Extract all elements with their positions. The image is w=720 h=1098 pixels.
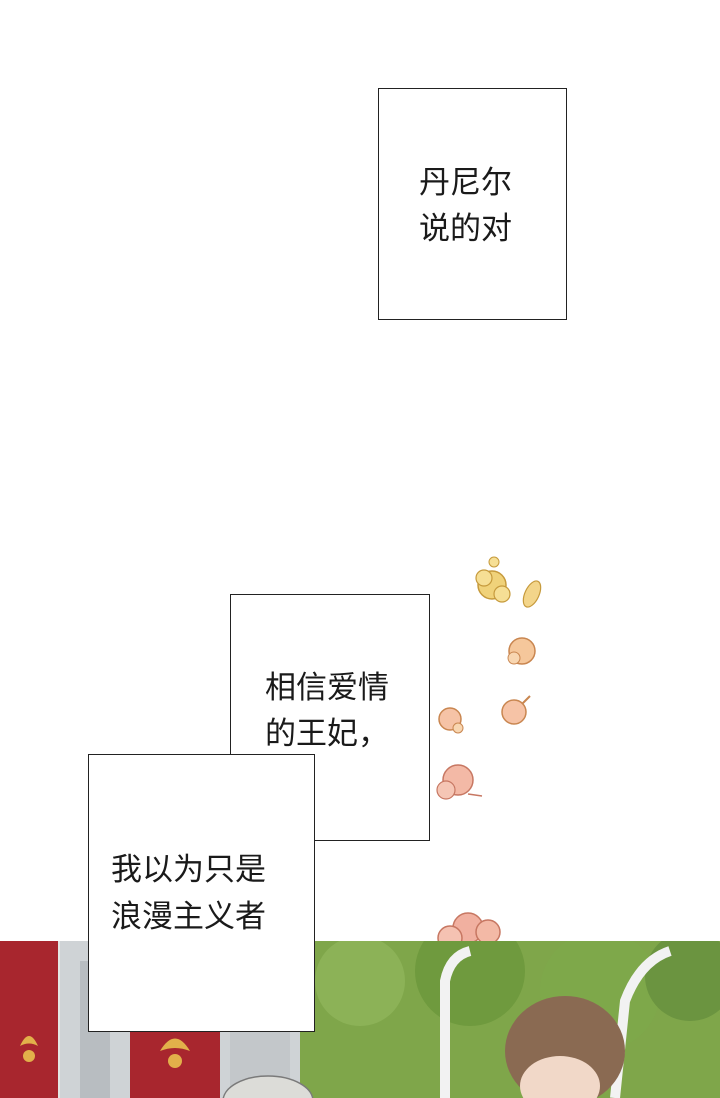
caption-top-line-1: 丹尼尔	[419, 165, 512, 201]
caption-box-top: 丹尼尔 说的对	[378, 88, 567, 320]
caption-low-line-2: 浪漫主义者	[111, 899, 266, 935]
yellow-flower	[475, 556, 511, 603]
caption-box-lower: 我以为只是 浪漫主义者	[88, 754, 315, 1032]
yellow-petal	[522, 580, 542, 608]
falling-flowers	[436, 556, 542, 970]
caption-low-line-1: 我以为只是	[111, 852, 266, 888]
caption-top-line-2: 说的对	[419, 211, 512, 247]
peach-bud-3	[438, 707, 464, 734]
caption-mid-line-2: 的王妃，	[265, 716, 389, 752]
peach-bud-1	[507, 637, 536, 665]
peach-bud-2	[501, 695, 531, 725]
caption-mid-line-1: 相信爱情	[265, 670, 389, 706]
pink-flower-1	[436, 764, 483, 800]
